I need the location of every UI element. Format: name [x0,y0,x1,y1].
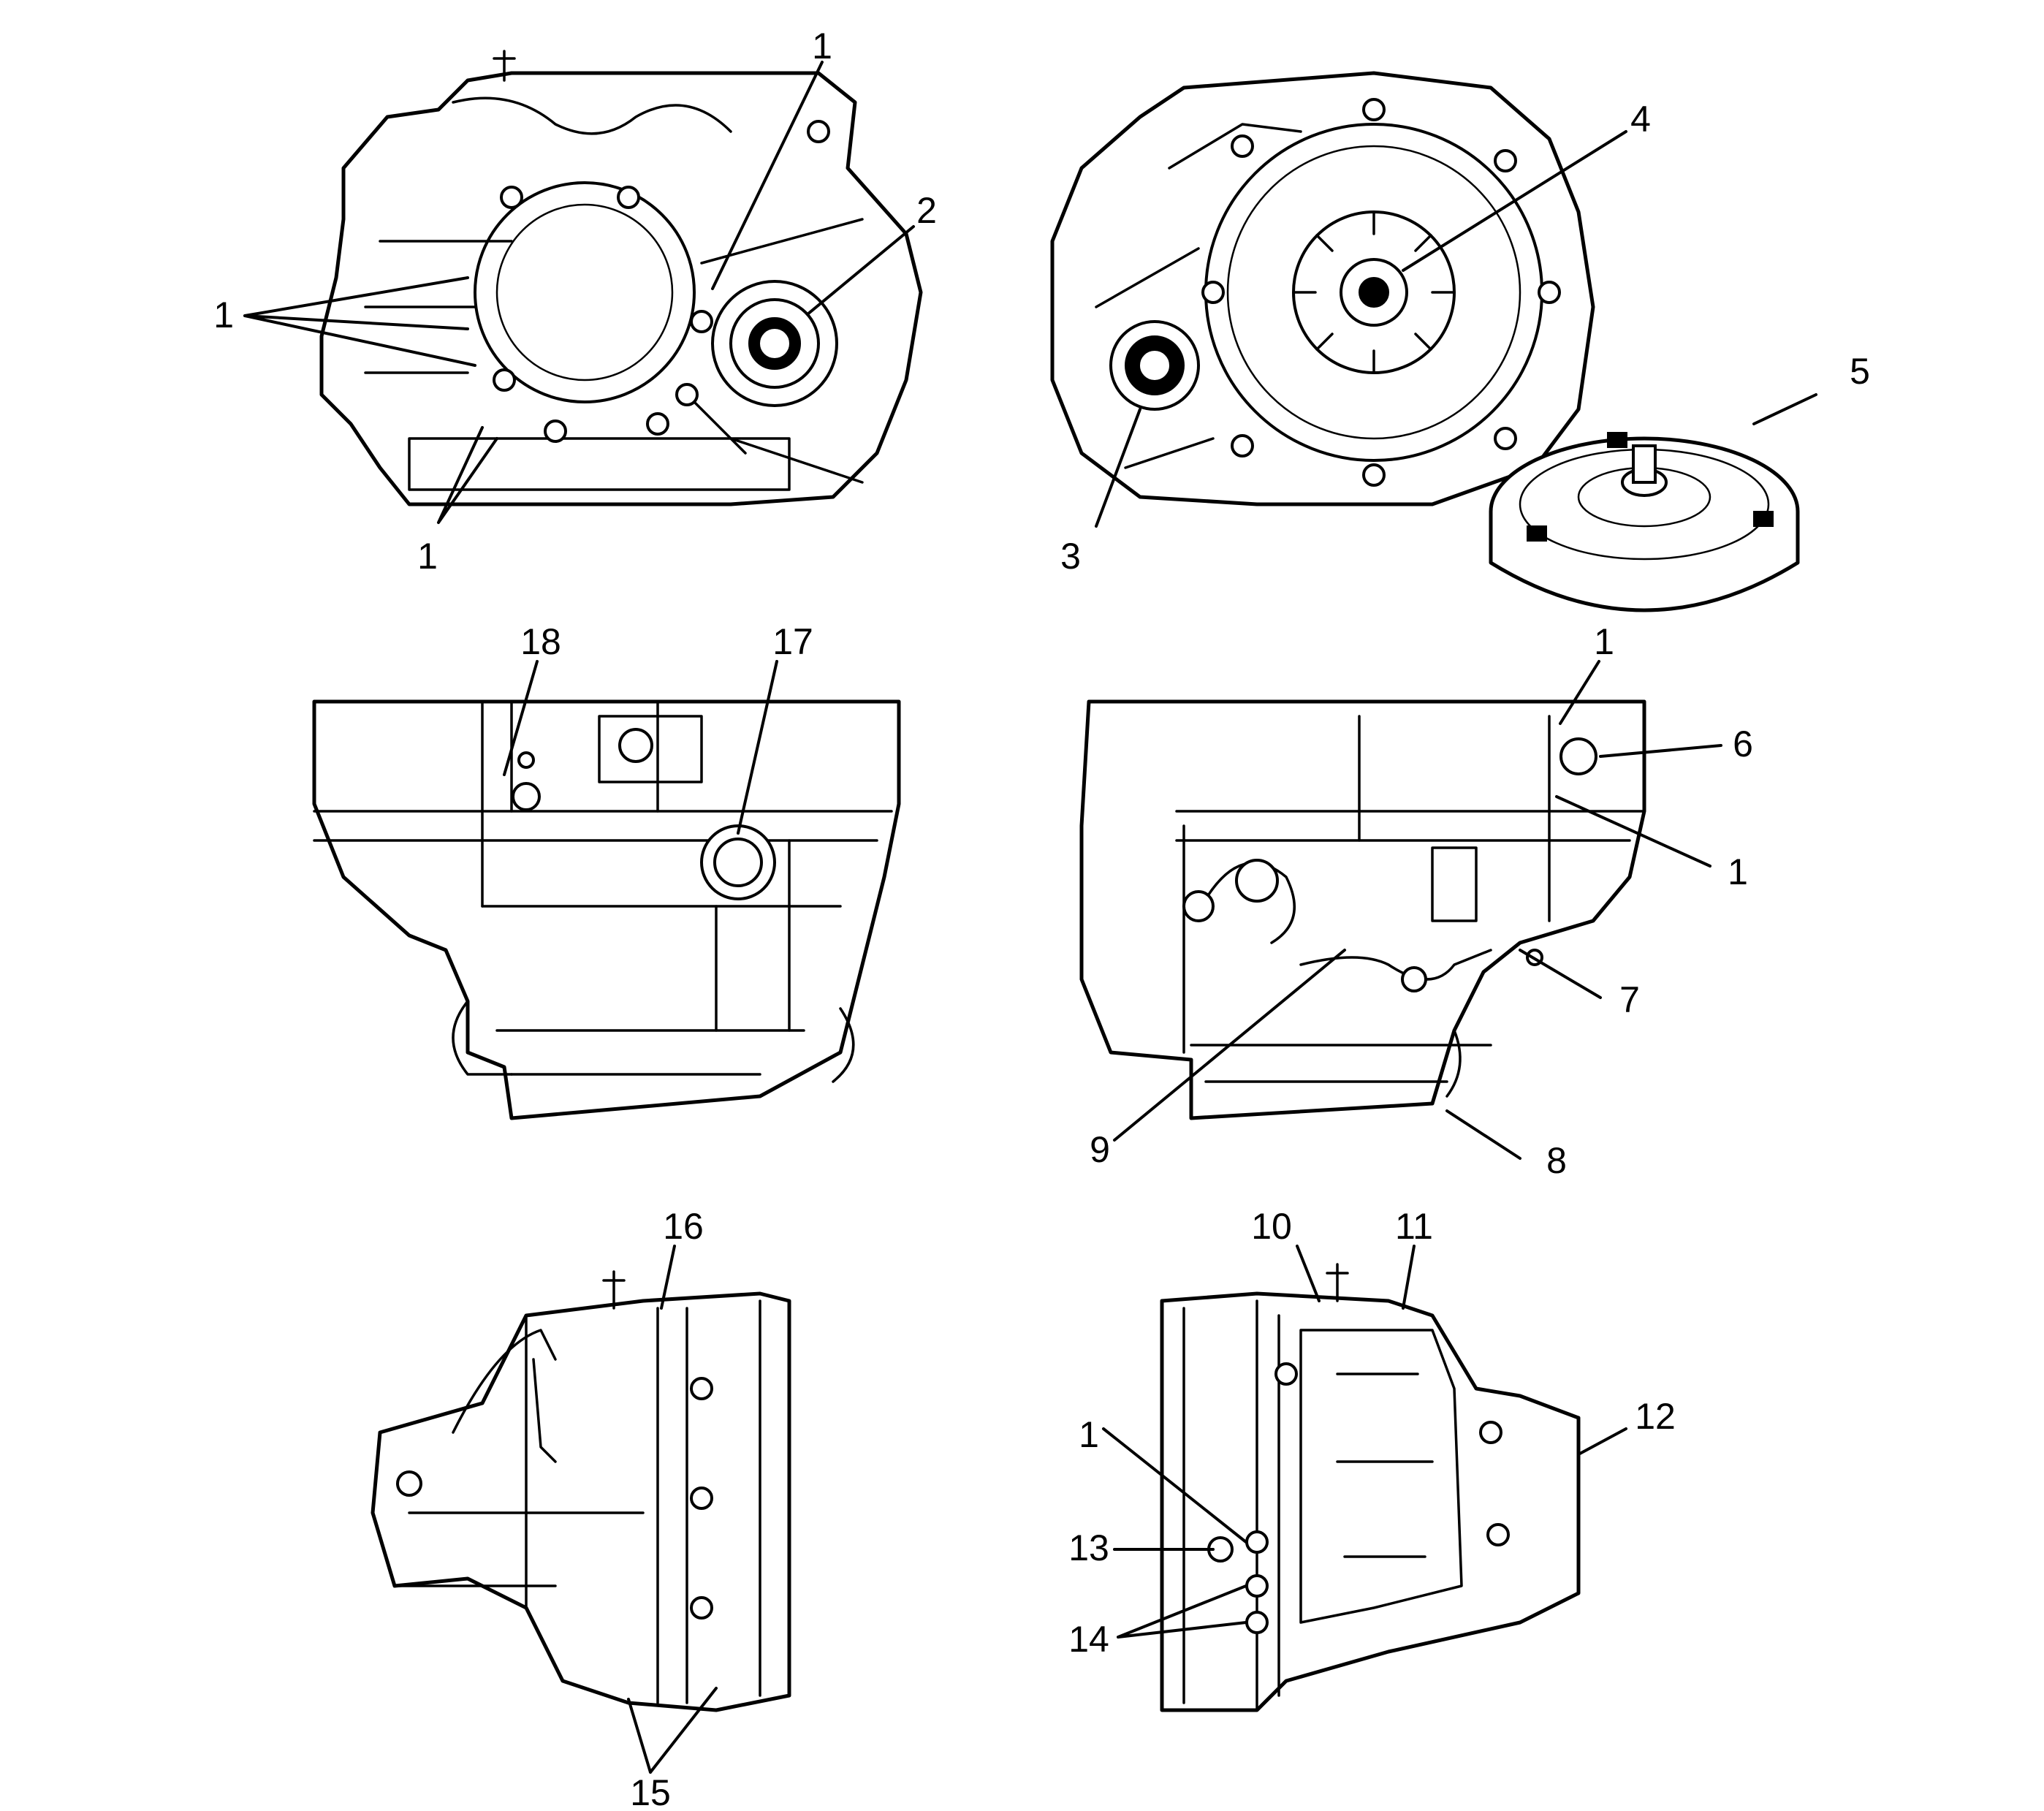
callout-1-top-left-view: 1 [812,26,832,67]
callout-9: 9 [1090,1129,1110,1170]
view-bottom-left-end [371,1270,791,1712]
view-middle-right-side [1079,699,1646,1120]
callout-13: 13 [1068,1527,1109,1568]
callout-1-middle-right: 1 [1728,851,1748,892]
callout-8: 8 [1546,1140,1567,1181]
view-top-left-housing [319,50,923,506]
callout-5: 5 [1850,351,1870,392]
callout-1-bottom: 1 [417,536,438,577]
view-bottom-right-end [1160,1263,1581,1712]
bolt-heads-view2 [1201,98,1561,487]
torque-converter [1489,432,1800,612]
callout-18: 18 [520,621,561,662]
callout-11: 11 [1395,1206,1433,1247]
callout-16: 16 [663,1206,704,1247]
callout-labels: 1 1 1 2 3 4 5 18 17 1 6 1 7 9 8 16 15 10… [213,26,1870,1811]
callout-17: 17 [772,621,813,662]
view-top-right-bellhousing [1050,71,1800,612]
leader-lines [243,61,1817,1774]
view-middle-left-side [312,699,901,1120]
hub-spokes [1292,210,1456,374]
callout-15: 15 [630,1772,671,1811]
callout-12: 12 [1635,1396,1676,1437]
callout-10: 10 [1251,1206,1292,1247]
callout-14: 14 [1068,1619,1109,1660]
bolt-heads-view1 [493,120,830,443]
callout-4: 4 [1630,99,1651,140]
callout-6: 6 [1733,724,1753,764]
callout-3: 3 [1060,536,1081,577]
callout-1-left: 1 [213,295,234,335]
callout-2: 2 [916,190,937,231]
callout-1-middle-right-top: 1 [1594,621,1614,662]
callout-1-bottom-right: 1 [1079,1414,1099,1455]
callout-7: 7 [1619,979,1640,1020]
